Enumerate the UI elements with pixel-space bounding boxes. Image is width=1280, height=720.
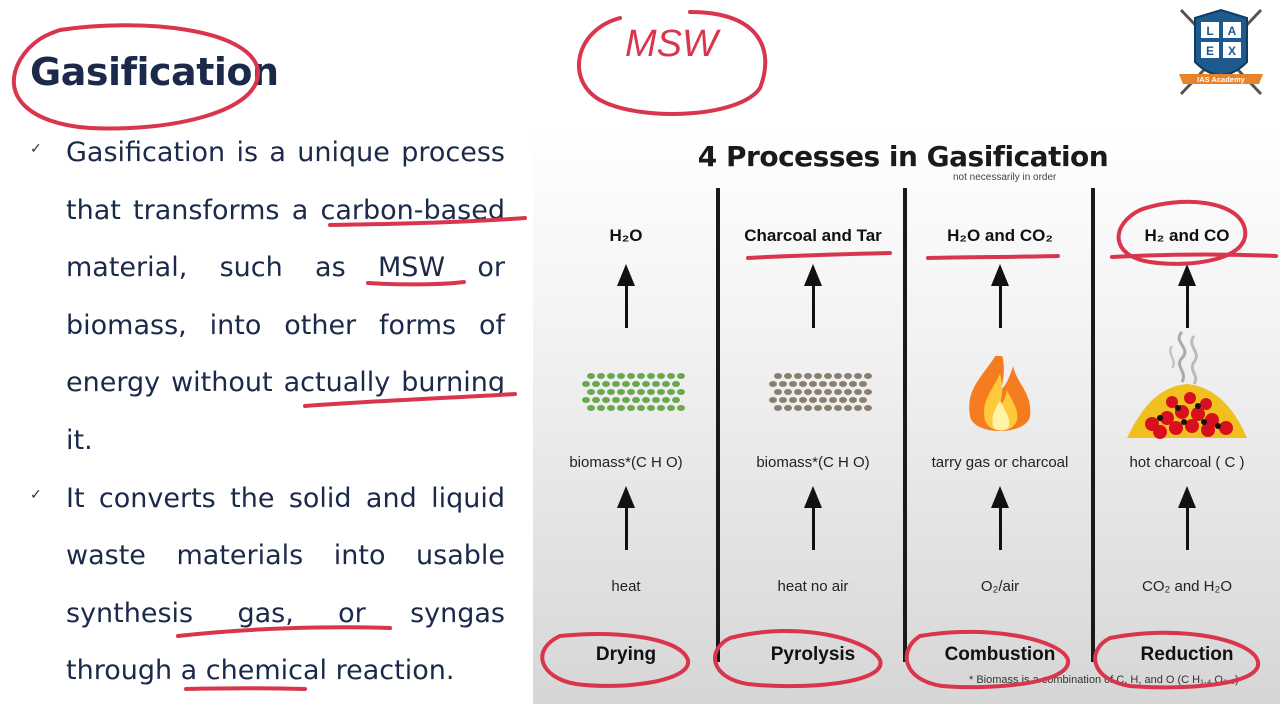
bullet-list: ✓ Gasification is a unique process that … [30,124,505,700]
logo-letter: X [1228,44,1236,58]
bullet-text: It converts the solid and liquid waste m… [66,482,505,687]
logo-letter: A [1228,24,1237,38]
gasification-diagram: 4 Processes in Gasification not necessar… [533,126,1280,704]
bullet-item: ✓ It converts the solid and liquid waste… [30,470,505,700]
process-column-reduction: H₂ and CO hot charcoal ( C ) CO₂ and H₂O… [1094,126,1280,704]
process-input: CO₂ and H₂O [1141,578,1232,595]
logo-letter: E [1206,44,1214,58]
bullet-text: Gasification is a unique process that tr… [66,137,505,456]
process-input: heat [611,578,641,595]
process-output: Charcoal and Tar [744,226,882,245]
laex-logo: L A E X IAS Academy [1179,8,1263,96]
process-material: biomass*(C H O) [569,454,683,471]
column-divider [903,188,907,662]
process-label: Combustion [944,644,1056,665]
charcoal-pile-icon [769,373,872,411]
flame-icon [969,356,1031,431]
column-divider [1091,188,1095,662]
process-label: Drying [595,644,657,665]
process-column-pyrolysis: Charcoal and Tar biomass*(C H O) heat no… [720,126,906,704]
circle-annotation [576,10,768,116]
logo-letter: L [1206,24,1213,38]
biomass-pile-icon [582,373,685,411]
handwritten-note: MSW [625,23,721,65]
slide-title: Gasification [30,50,279,94]
process-material: biomass*(C H O) [756,454,870,471]
process-output: H₂O [609,226,643,245]
process-input: heat no air [777,578,849,595]
bullet-item: ✓ Gasification is a unique process that … [30,124,505,470]
column-divider [716,188,720,662]
process-material: hot charcoal ( C ) [1129,454,1245,471]
process-label: Reduction [1140,644,1234,665]
process-input: O₂/air [980,578,1020,595]
process-material: tarry gas or charcoal [931,454,1069,471]
hot-charcoal-icon [1127,330,1247,439]
checkmark-icon: ✓ [30,485,42,502]
process-output: H₂O and CO₂ [947,226,1053,245]
diagram-subtitle: not necessarily in order [953,172,1057,183]
process-output: H₂ and CO [1144,226,1230,245]
diagram-title: 4 Processes in Gasification [697,140,1109,173]
process-label: Pyrolysis [770,644,856,665]
logo-text: IAS Academy [1197,75,1245,84]
diagram-footnote: * Biomass is a combination of C, H, and … [969,674,1239,686]
process-column-combustion: H₂O and CO₂ tarry gas or charcoal O₂/air… [907,126,1093,704]
checkmark-icon: ✓ [30,140,42,156]
process-column-drying: H₂O biomass*(C H O) heat Drying [533,126,719,704]
